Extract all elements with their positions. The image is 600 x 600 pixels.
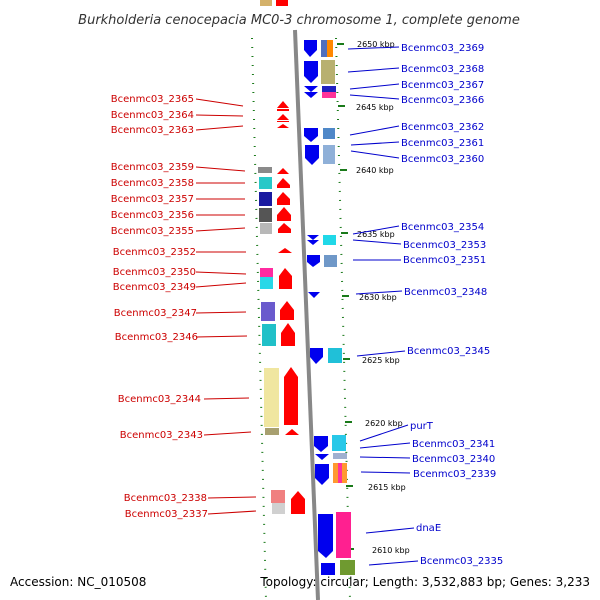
- gene-label-left[interactable]: Bcenmc03_2359: [111, 162, 194, 173]
- gene-label-right[interactable]: Bcenmc03_2348: [404, 287, 487, 298]
- gene-label-left[interactable]: Bcenmc03_2363: [111, 125, 194, 136]
- scale-label: 2640 kbp: [356, 166, 394, 175]
- accession-label: Accession: NC_010508: [10, 575, 146, 589]
- scale-ticks: [337, 43, 354, 550]
- gene-label-right[interactable]: Bcenmc03_2351: [403, 255, 486, 266]
- gene-label-left[interactable]: Bcenmc03_2350: [113, 267, 196, 278]
- gene-label-left[interactable]: Bcenmc03_2355: [111, 226, 194, 237]
- left-gene-track: [258, 0, 305, 514]
- gene-label-left[interactable]: Bcenmc03_2347: [114, 308, 197, 319]
- scale-label: 2615 kbp: [368, 483, 406, 492]
- gene-label-right[interactable]: Bcenmc03_2361: [401, 138, 484, 149]
- gene-label-right[interactable]: Bcenmc03_2340: [412, 454, 495, 465]
- gene-label-right[interactable]: Bcenmc03_2367: [401, 80, 484, 91]
- gene-label-right[interactable]: Bcenmc03_2339: [413, 469, 496, 480]
- scale-label: 2645 kbp: [356, 103, 394, 112]
- gene-label-right[interactable]: Bcenmc03_2353: [403, 240, 486, 251]
- gene-label-right[interactable]: Bcenmc03_2341: [412, 439, 495, 450]
- gene-label-left[interactable]: Bcenmc03_2356: [111, 210, 194, 221]
- gene-label-right[interactable]: Bcenmc03_2354: [401, 222, 484, 233]
- gene-label-right[interactable]: Bcenmc03_2362: [401, 122, 484, 133]
- left-connectors: [195, 98, 257, 515]
- gene-label-left[interactable]: Bcenmc03_2364: [111, 110, 194, 121]
- gene-label-left[interactable]: Bcenmc03_2343: [120, 430, 203, 441]
- gene-label-left[interactable]: Bcenmc03_2349: [113, 282, 196, 293]
- gene-label-left[interactable]: Bcenmc03_2337: [125, 509, 208, 520]
- chromosome-backbone: [293, 29, 320, 600]
- gene-label-left[interactable]: Bcenmc03_2365: [111, 94, 194, 105]
- gene-label-right[interactable]: purT: [410, 421, 434, 432]
- gene-label-right[interactable]: Bcenmc03_2366: [401, 95, 484, 106]
- right-connectors: [347, 46, 419, 566]
- gene-label-left[interactable]: Bcenmc03_2352: [113, 247, 196, 258]
- scale-label: 2635 kbp: [357, 230, 395, 239]
- gene-label-left[interactable]: Bcenmc03_2338: [124, 493, 207, 504]
- scale-label: 2610 kbp: [372, 546, 410, 555]
- map-title: Burkholderia cenocepacia MC0-3 chromosom…: [78, 13, 520, 28]
- gene-label-left[interactable]: Bcenmc03_2357: [111, 194, 194, 205]
- track-border-left: [251, 37, 267, 600]
- gene-label-right[interactable]: Bcenmc03_2368: [401, 64, 484, 75]
- gene-label-right[interactable]: Bcenmc03_2369: [401, 43, 484, 54]
- gene-label-right[interactable]: Bcenmc03_2360: [401, 154, 484, 165]
- gene-label-left[interactable]: Bcenmc03_2346: [115, 332, 198, 343]
- track-border-right: [335, 37, 351, 600]
- gene-label-left[interactable]: Bcenmc03_2344: [118, 394, 201, 405]
- gene-label-right[interactable]: Bcenmc03_2335: [420, 556, 503, 567]
- gene-label-right[interactable]: dnaE: [416, 523, 441, 534]
- scale-label: 2625 kbp: [362, 356, 400, 365]
- scale-label: 2620 kbp: [365, 419, 403, 428]
- gene-label-right[interactable]: Bcenmc03_2345: [407, 346, 490, 357]
- scale-label: 2630 kbp: [359, 293, 397, 302]
- gene-label-left[interactable]: Bcenmc03_2358: [111, 178, 194, 189]
- scale-label: 2650 kbp: [357, 40, 395, 49]
- right-gene-track: [304, 40, 355, 575]
- genome-summary: Topology: circular; Length: 3,532,883 bp…: [259, 575, 590, 589]
